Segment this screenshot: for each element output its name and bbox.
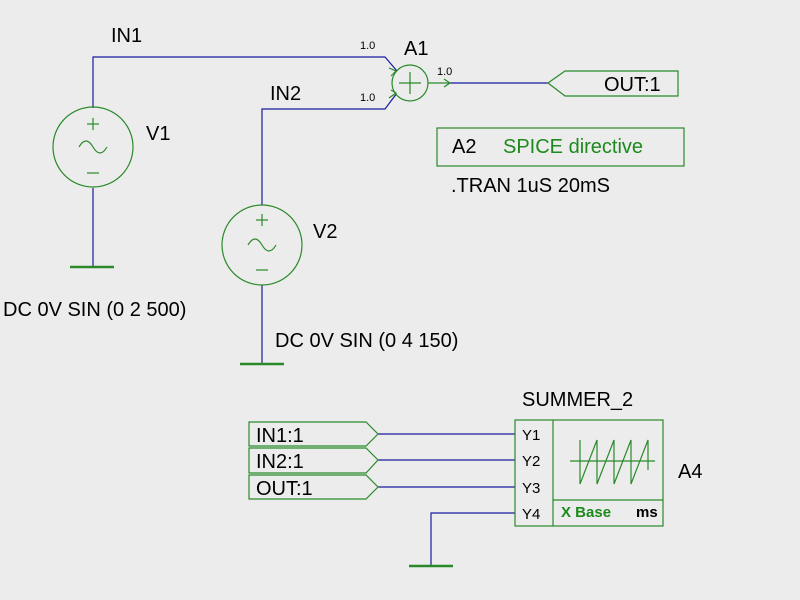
scope-port-in1[interactable]: IN1:1 — [248, 421, 379, 447]
scope-port-in2[interactable]: IN2:1 — [248, 447, 379, 474]
scope-block[interactable]: Y1 Y2 Y3 Y4 X Base ms — [514, 419, 664, 527]
v2-body — [221, 204, 303, 286]
v2-sine-icon — [247, 238, 277, 252]
scope-port-in1-shape — [248, 421, 379, 447]
scope-body — [514, 419, 664, 527]
scope-port-in2-shape — [248, 447, 379, 474]
v2-spec: DC 0V SIN (0 4 150) — [275, 330, 458, 352]
v1-sine-icon — [78, 140, 108, 154]
summer-output-arrow — [443, 78, 452, 88]
wire-scope-y4[interactable] — [430, 512, 515, 565]
wire-in2[interactable] — [261, 92, 398, 205]
scope-pin-y4: Y4 — [522, 506, 540, 523]
v1-body — [52, 106, 134, 188]
directive-name: A2 — [452, 136, 476, 158]
scope-port-out-shape — [248, 474, 379, 500]
scope-port-in1-label: IN1:1 — [256, 425, 304, 447]
summer-input-arrow-1 — [388, 67, 398, 77]
v2-name: V2 — [313, 221, 337, 243]
directive-label: SPICE directive — [503, 136, 643, 158]
scope-waveform-icon — [570, 439, 655, 485]
v1-spec: DC 0V SIN (0 2 500) — [3, 299, 186, 321]
summer-input-arrow-2 — [388, 89, 398, 99]
summer-gain-out: 1.0 — [437, 66, 452, 78]
summer-gain-in2: 1.0 — [360, 92, 375, 104]
scope-port-in2-label: IN2:1 — [256, 451, 304, 473]
summer-a1[interactable] — [388, 64, 452, 102]
scope-port-out[interactable]: OUT:1 — [248, 474, 379, 500]
voltage-source-v2[interactable] — [221, 204, 303, 286]
scope-pin-y3: Y3 — [522, 480, 540, 497]
scope-xbase-label[interactable]: X Base — [561, 504, 611, 521]
v1-name: V1 — [146, 123, 170, 145]
scope-pin-y2: Y2 — [522, 453, 540, 470]
output-port[interactable]: OUT:1 — [546, 70, 679, 97]
directive-box — [436, 127, 685, 167]
net-label-in2: IN2 — [270, 83, 301, 105]
output-port-shape — [546, 70, 679, 97]
wires — [92, 56, 548, 565]
scope-xbase-unit: ms — [636, 504, 658, 521]
scope-pin-y1: Y1 — [522, 427, 540, 444]
scope-port-out-label: OUT:1 — [256, 478, 313, 500]
wire-in1[interactable] — [92, 56, 398, 108]
net-label-in1: IN1 — [111, 25, 142, 47]
scope-name: A4 — [678, 461, 702, 483]
scope-model: SUMMER_2 — [522, 389, 633, 411]
summer-name: A1 — [404, 38, 428, 60]
output-port-label: OUT:1 — [604, 74, 661, 96]
directive-text: .TRAN 1uS 20mS — [451, 175, 610, 197]
spice-directive[interactable]: A2 SPICE directive — [436, 127, 685, 167]
voltage-source-v1[interactable] — [52, 106, 134, 188]
summer-gain-in1: 1.0 — [360, 40, 375, 52]
